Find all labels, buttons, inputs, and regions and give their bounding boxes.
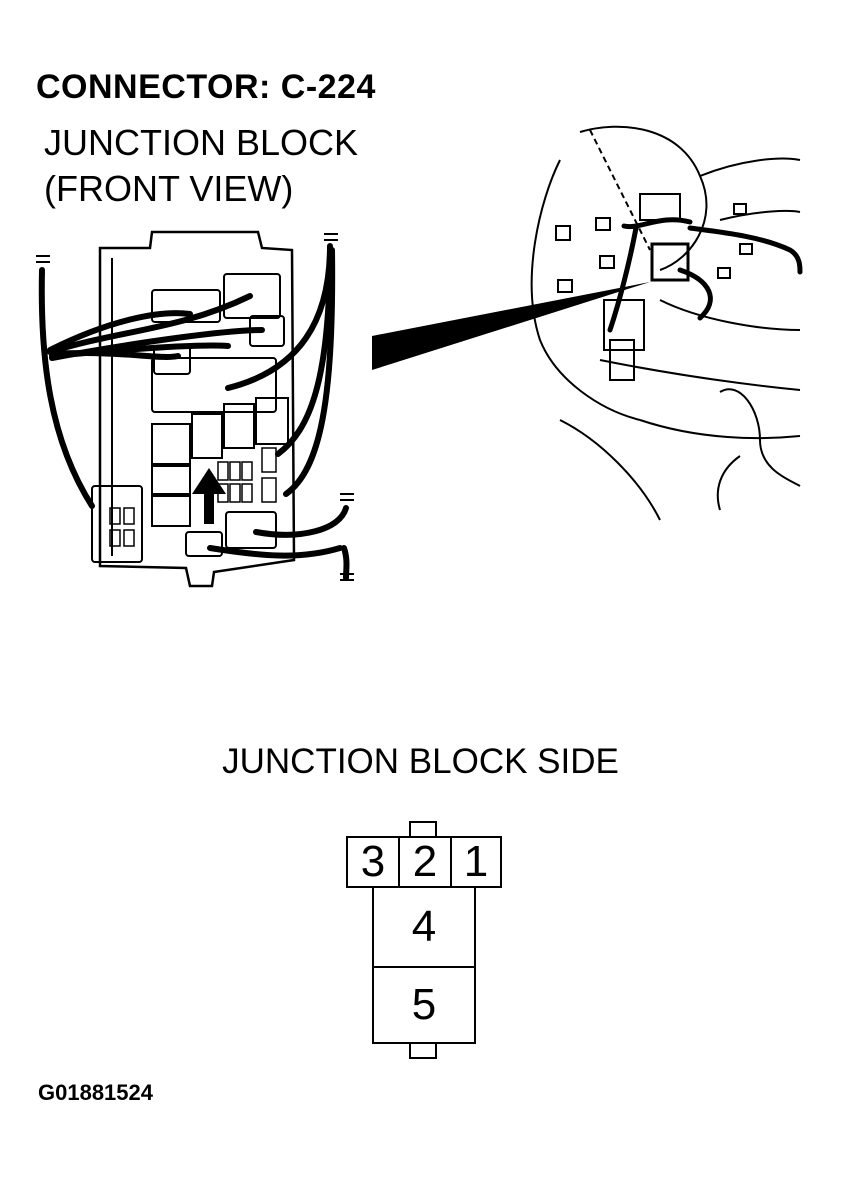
pointer-wedge: [372, 282, 650, 370]
locator-arrow-icon: [192, 468, 226, 524]
relay-1: [151, 423, 191, 465]
bottom-connector-left: [185, 531, 223, 557]
connector-title: CONNECTOR: C-224: [36, 68, 376, 106]
view-label: (FRONT VIEW): [44, 168, 294, 209]
pin-1: 1: [450, 836, 502, 888]
pin-5: 5: [372, 966, 476, 1044]
junction-block-housing: [98, 230, 296, 588]
wide-connector: [151, 357, 277, 413]
relay-4: [255, 397, 289, 445]
connector-side-label: JUNCTION BLOCK SIDE: [222, 742, 619, 781]
connector-bottom-tab: [409, 1041, 437, 1059]
pin-4: 4: [372, 886, 476, 968]
relay-3: [223, 403, 255, 449]
pin-3: 3: [346, 836, 400, 888]
top-connector-right: [223, 273, 281, 319]
junction-block-label: JUNCTION BLOCK: [44, 122, 359, 163]
relay-2: [191, 413, 223, 459]
figure-id: G01881524: [38, 1080, 153, 1105]
pin-2: 2: [398, 836, 452, 888]
side-connector: [91, 485, 143, 563]
bottom-connector-right: [225, 511, 277, 549]
